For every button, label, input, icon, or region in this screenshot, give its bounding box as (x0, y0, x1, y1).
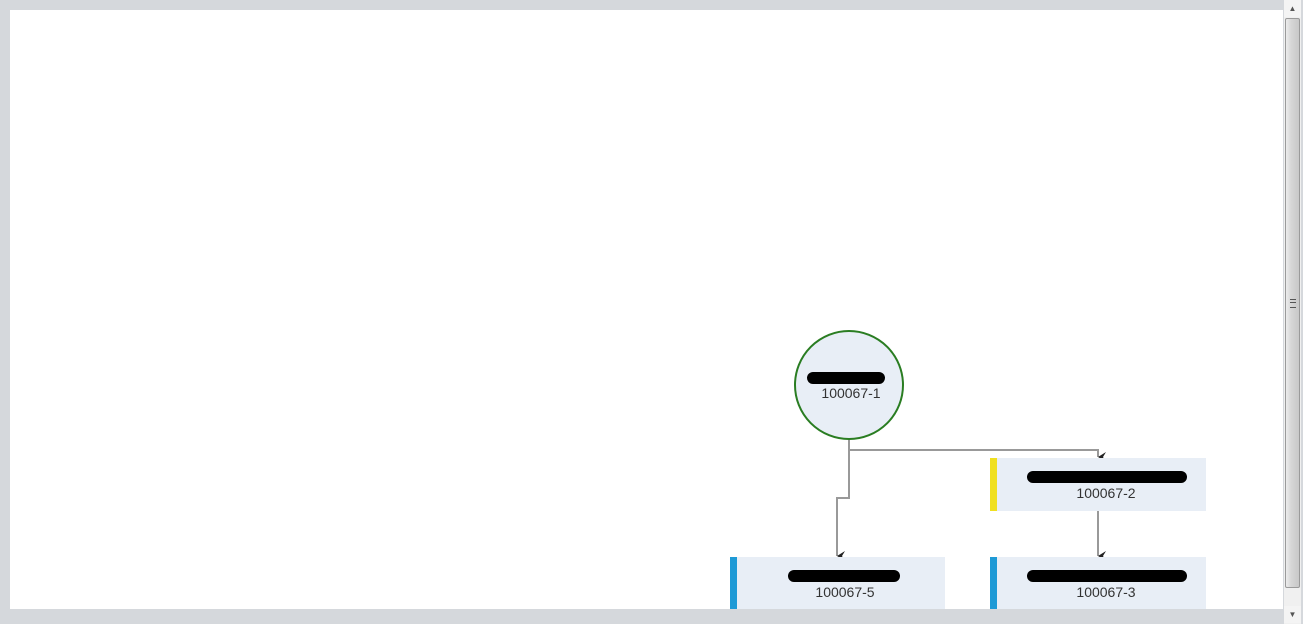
redacted-label (1027, 471, 1187, 483)
status-bar (990, 458, 997, 511)
node-id: 100067-3 (1076, 584, 1135, 600)
status-bar (990, 557, 997, 609)
redacted-label (788, 570, 900, 582)
node-id: 100067-2 (1076, 485, 1135, 501)
scroll-down-icon[interactable]: ▼ (1284, 606, 1301, 623)
diagram-canvas[interactable]: 100067-1 100067-2 100067-5 100067-3 (10, 10, 1283, 609)
node-100067-2[interactable]: 100067-2 (990, 458, 1206, 511)
redacted-label (807, 372, 885, 384)
node-100067-1[interactable]: 100067-1 (794, 330, 904, 440)
redacted-label (1027, 570, 1187, 582)
vertical-scrollbar[interactable]: ▲ ▼ (1284, 0, 1301, 624)
node-100067-3[interactable]: 100067-3 (990, 557, 1206, 609)
scroll-up-icon[interactable]: ▲ (1284, 0, 1301, 17)
node-id: 100067-5 (815, 584, 874, 600)
edge-1-5 (836, 450, 850, 561)
node-id: 100067-1 (821, 385, 880, 401)
scrollbar-thumb[interactable] (1285, 18, 1300, 588)
grip-icon (1290, 299, 1296, 308)
edge-1-2 (848, 439, 1106, 462)
diagram-svg: 100067-1 100067-2 100067-5 100067-3 (730, 330, 1206, 609)
status-bar (730, 557, 737, 609)
node-100067-5[interactable]: 100067-5 (730, 557, 945, 609)
